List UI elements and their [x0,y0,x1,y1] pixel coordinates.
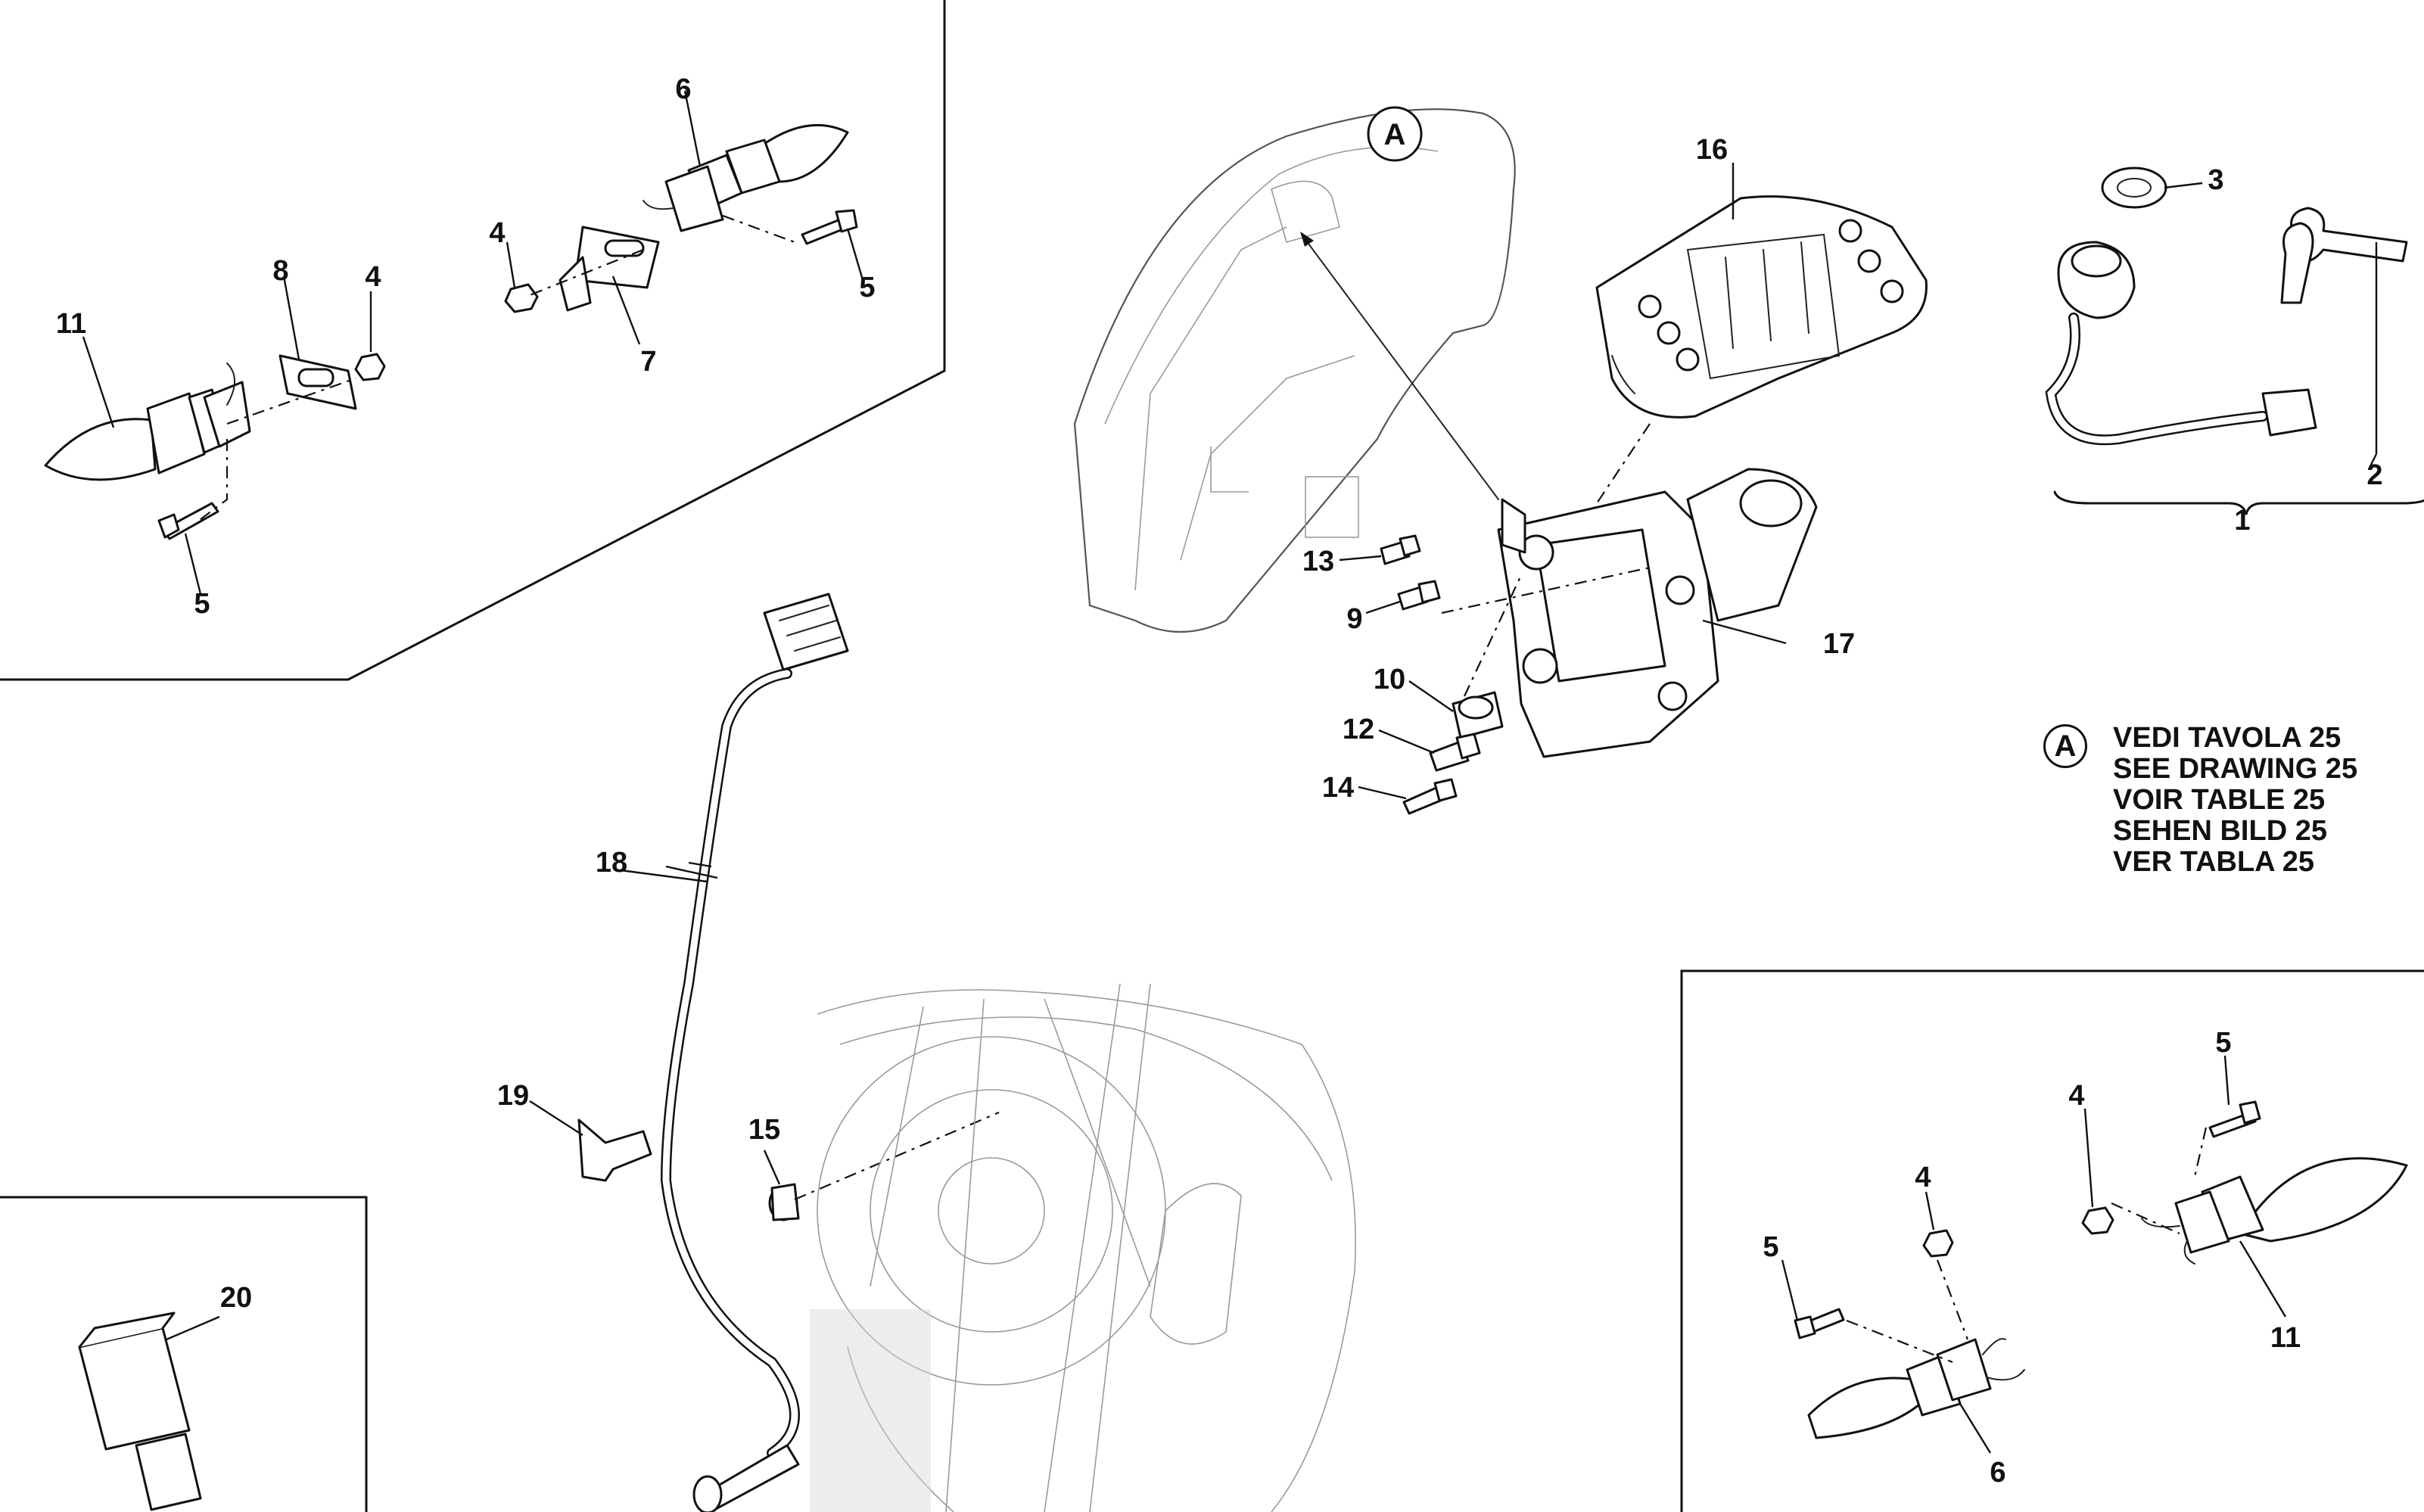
callout-13: 13 [1302,546,1334,577]
callout-17: 17 [1823,628,1855,660]
callout-3: 3 [2208,164,2223,196]
arrow-head [1300,232,1314,247]
sensor-mount-line [794,1111,1000,1201]
grommet-line [1464,574,1522,697]
front-wheel-background [810,983,1356,1512]
wiring-harness [660,593,849,1512]
callout-20: 20 [220,1282,252,1314]
callout-6-lower: 6 [1990,1457,2005,1489]
reference-marker-label: A [1384,118,1406,151]
front-fairing [1073,108,1516,633]
callout-12: 12 [1343,714,1374,745]
legend-line-french: VOIR TABLE 25 [2113,784,2326,816]
legend-line-english: SEE DRAWING 25 [2113,753,2358,785]
ignition-switch-kit [2045,166,2424,515]
callout-15: 15 [748,1114,780,1146]
legend-line-spanish: VER TABLA 25 [2113,846,2315,878]
callout-5-upper-left: 5 [194,588,210,620]
cable-clip [577,1118,652,1182]
relay-module [78,1311,202,1511]
turn-signal-left-upper [44,353,386,540]
legend-lines: VEDI TAVOLA 25 SEE DRAWING 25 VOIR TABLE… [2113,723,2357,878]
callout-16: 16 [1696,134,1728,166]
instrument-cluster [1595,195,1928,418]
callout-14: 14 [1322,772,1354,804]
legend-marker: A [2043,724,2087,768]
fastener-stack [1380,534,1504,815]
callout-2: 2 [2366,459,2382,491]
legend-line-german: SEHEN BILD 25 [2113,815,2327,847]
callout-4-lower-right-a: 4 [2068,1080,2084,1112]
callout-4-upper-left: 4 [365,261,381,293]
turn-signal-right-lower [2081,1100,2408,1265]
inset-frame-bottom-right [1680,969,2424,1512]
callout-8: 8 [272,255,288,287]
callout-5-lower-right-b: 5 [1763,1231,1778,1263]
callout-4-lower-right-b: 4 [1915,1162,1931,1193]
turn-signal-upper-right-inset [504,123,858,313]
callout-5-upper-inset: 5 [859,272,875,303]
callout-19: 19 [497,1080,529,1112]
callout-4-upper-inset: 4 [489,217,505,249]
callout-11-upper: 11 [56,308,86,340]
callout-18: 18 [596,847,627,879]
instrument-bracket [1497,468,1818,758]
mounting-arrow [1301,234,1499,500]
callout-11-lower: 11 [2270,1322,2301,1354]
inset-frame-top-left [0,0,946,681]
callout-7: 7 [640,346,656,378]
reference-marker-circle [1367,106,1423,162]
callout-5-lower-right-a: 5 [2215,1027,2231,1059]
speed-sensor-grommet [768,1183,800,1221]
turn-signal-left-lower [1794,1229,2025,1439]
bracket-fastener-line [1441,566,1651,614]
callout-9: 9 [1346,603,1362,635]
callout-10: 10 [1374,664,1405,695]
inset-frame-bottom-left [0,1196,368,1512]
legend-line-italian: VEDI TAVOLA 25 [2113,722,2342,754]
callout-1: 1 [2234,505,2250,537]
leader-lines [82,90,2378,1454]
callout-numbers: 1 2 3 4 4 4 4 5 5 5 5 6 6 7 8 9 10 11 11… [56,73,2383,1489]
callout-6-upper: 6 [675,73,691,105]
